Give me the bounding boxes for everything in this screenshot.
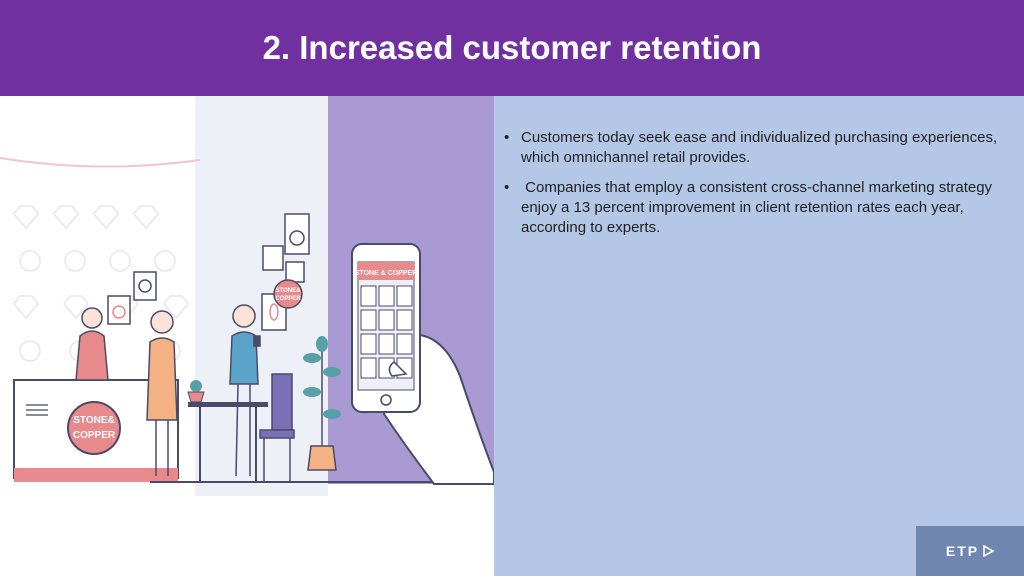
text-panel: • Customers today seek ease and individu… <box>494 96 1024 576</box>
jewelry-cards-middle <box>261 213 310 331</box>
play-triangle-icon <box>983 545 995 557</box>
wall-logo <box>273 279 303 309</box>
bullet-text: Customers today seek ease and individual… <box>521 129 998 166</box>
wall-sign-line2: COPPER <box>275 296 301 302</box>
customer-figure-1 <box>146 310 178 476</box>
plant-icon <box>303 336 341 471</box>
etp-logo: ETP <box>916 526 1024 576</box>
phone: STONE & COPPER <box>351 243 421 413</box>
illustration-svg: STONE& COPPER <box>0 96 495 576</box>
list-item: • Companies that employ a consistent cro… <box>502 178 1018 238</box>
bullet-glyph: • <box>504 129 510 146</box>
phone-header: STONE & COPPER <box>355 270 418 277</box>
bullet-list: • Customers today seek ease and individu… <box>502 128 1018 248</box>
counter-sign-line1: STONE& <box>73 415 115 426</box>
customer-figure-2 <box>229 304 261 477</box>
clerk-figure <box>75 307 109 381</box>
slide-title: 2. Increased customer retention <box>262 29 762 66</box>
retail-illustration: STONE& COPPER <box>0 96 495 576</box>
jewelry-cards-left <box>107 271 157 325</box>
logo-text: ETP <box>945 543 980 559</box>
bullet-glyph: • <box>504 179 510 196</box>
title-bar: 2. Increased customer retention <box>0 0 1024 96</box>
list-item: • Customers today seek ease and individu… <box>502 128 1018 168</box>
chair <box>259 373 295 482</box>
wall-sign-line1: STONE& <box>276 288 302 294</box>
counter-sign-line2: COPPER <box>73 430 116 441</box>
bullet-text: Companies that employ a consistent cross… <box>521 179 997 236</box>
counter-logo <box>67 401 121 455</box>
